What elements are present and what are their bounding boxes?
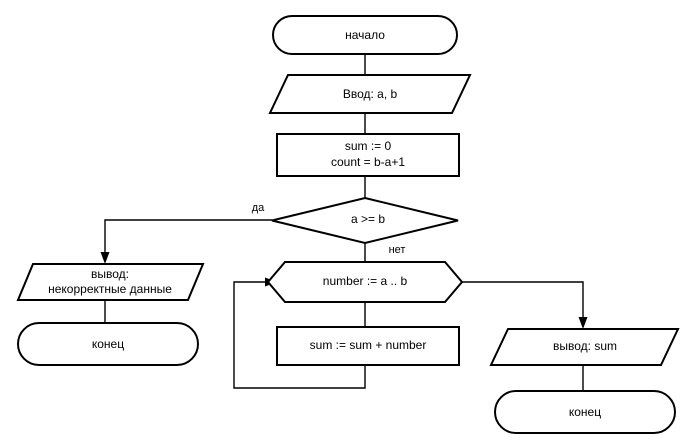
- accumulate-label: sum := sum + number: [310, 338, 427, 352]
- init-label-line2: count = b-a+1: [331, 155, 405, 169]
- decision-label: a >= b: [351, 212, 385, 226]
- error-output-parallelogram-shape: [16, 263, 205, 301]
- start-label: начало: [345, 28, 385, 42]
- input-label: Ввод: a, b: [343, 87, 398, 101]
- end-right-terminator-shape: [494, 390, 676, 434]
- connector-loop-to-result-output: [462, 281, 588, 329]
- loop-label: number := a .. b: [323, 274, 408, 288]
- input-parallelogram-shape: [268, 74, 472, 114]
- node-end-left[interactable]: конец: [17, 322, 199, 366]
- end-left-label: конец: [92, 337, 124, 351]
- init-label-line1: sum := 0: [345, 139, 392, 153]
- branch-label-yes: да: [252, 202, 265, 214]
- result-output-label: вывод: sum: [553, 339, 617, 353]
- error-output-label-line1: вывод:: [91, 267, 129, 281]
- connector-decision-yes-to-error-output: [100, 219, 272, 264]
- accumulate-process-shape: [276, 326, 460, 366]
- decision-diamond-shape: [271, 196, 459, 245]
- init-process-shape: [276, 133, 460, 177]
- result-output-parallelogram-shape: [489, 328, 680, 366]
- branch-label-no: нет: [389, 244, 406, 256]
- end-left-terminator-shape: [17, 322, 199, 366]
- error-output-label-line2: некорректные данные: [48, 282, 172, 296]
- node-error-output[interactable]: вывод: некорректные данные: [16, 263, 205, 301]
- loop-hexagon-shape: [266, 261, 464, 303]
- node-decision[interactable]: a >= b: [271, 196, 459, 245]
- node-loop[interactable]: number := a .. b: [266, 261, 464, 303]
- node-accumulate[interactable]: sum := sum + number: [276, 326, 460, 366]
- node-end-right[interactable]: конец: [494, 390, 676, 434]
- node-start[interactable]: начало: [272, 15, 458, 55]
- node-input[interactable]: Ввод: a, b: [268, 74, 472, 114]
- end-right-label: конец: [569, 405, 601, 419]
- start-terminator-shape: [272, 15, 458, 55]
- node-result-output[interactable]: вывод: sum: [489, 328, 680, 366]
- node-init[interactable]: sum := 0 count = b-a+1: [276, 133, 460, 177]
